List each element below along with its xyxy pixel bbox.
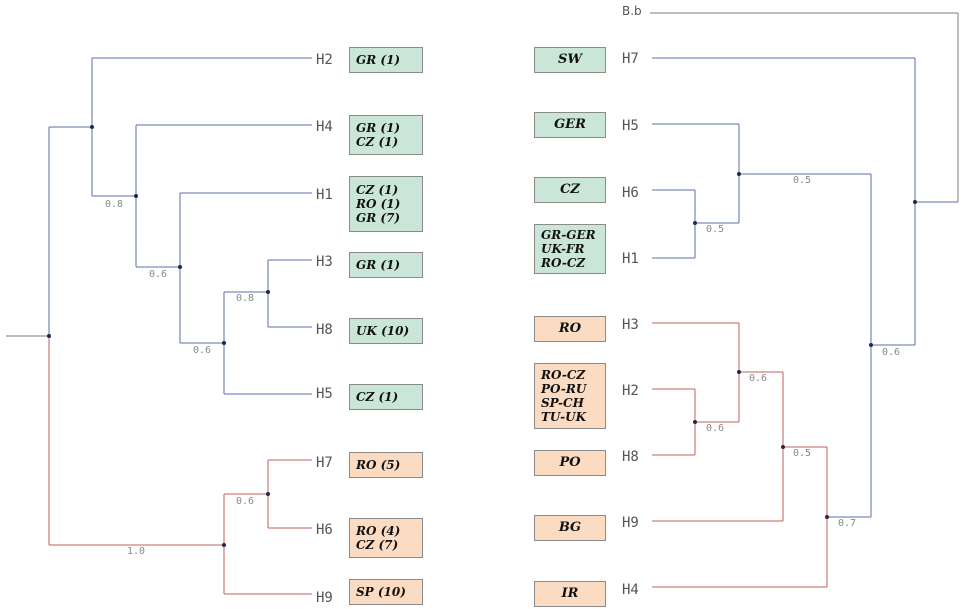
- right-leaf-label-h7: H7: [622, 51, 639, 67]
- left-leaf-label-h9: H9: [316, 590, 333, 606]
- right-box-h3: RO: [534, 316, 606, 342]
- left-box-h1: CZ (1) RO (1) GR (7): [349, 176, 423, 232]
- right-support-label: 0.7: [838, 518, 857, 529]
- right-support-label: 0.6: [706, 423, 725, 434]
- tree-node: [222, 341, 226, 345]
- left-leaf-label-h5: H5: [316, 386, 333, 402]
- box-line: RO (4): [356, 524, 401, 538]
- box-line: SP-CH: [541, 396, 584, 410]
- left-box-h2: GR (1): [349, 47, 423, 73]
- left-support-label: 0.8: [105, 199, 124, 210]
- left-box-h7: RO (5): [349, 452, 423, 478]
- tree-node: [222, 543, 226, 547]
- box-line: RO (1): [356, 197, 401, 211]
- tree-node: [178, 265, 182, 269]
- box-line: GR (1): [356, 53, 401, 67]
- right-box-h9: BG: [534, 515, 606, 541]
- box-line: GER: [554, 117, 586, 132]
- right-box-h5: GER: [534, 112, 606, 138]
- tree-node: [266, 290, 270, 294]
- left-support-label: 0.6: [193, 345, 212, 356]
- left-leaf-label-h3: H3: [316, 254, 333, 270]
- right-tree-title: B.b: [622, 4, 642, 18]
- box-line: RO-CZ: [541, 256, 586, 270]
- right-leaf-label-h5: H5: [622, 118, 639, 134]
- left-box-h3: GR (1): [349, 252, 423, 278]
- box-line: BG: [558, 520, 582, 535]
- left-leaf-label-h7: H7: [316, 455, 333, 471]
- right-box-h2: RO-CZ PO-RU SP-CH TU-UK: [534, 363, 606, 429]
- box-line: CZ: [560, 182, 580, 197]
- box-line: SW: [558, 52, 582, 67]
- box-line: GR-GER: [541, 228, 596, 242]
- left-box-h9: SP (10): [349, 579, 423, 605]
- right-support-label: 0.6: [749, 373, 768, 384]
- tree-node: [781, 445, 785, 449]
- right-support-label: 0.6: [882, 347, 901, 358]
- box-line: IR: [561, 586, 579, 601]
- tree-node: [90, 125, 94, 129]
- box-line: CZ (7): [356, 538, 399, 552]
- box-line: PO: [559, 455, 581, 470]
- left-box-h5: CZ (1): [349, 384, 423, 410]
- right-leaf-label-h8: H8: [622, 449, 639, 465]
- box-line: GR (7): [356, 211, 401, 225]
- box-line: CZ (1): [356, 183, 399, 197]
- right-box-h6: CZ: [534, 177, 606, 203]
- tree-node: [47, 334, 51, 338]
- left-support-label: 0.6: [149, 269, 168, 280]
- box-line: UK-FR: [541, 242, 585, 256]
- box-line: TU-UK: [541, 410, 587, 424]
- right-leaf-label-h2: H2: [622, 383, 639, 399]
- right-support-label: 0.5: [706, 224, 725, 235]
- box-line: CZ (1): [356, 135, 399, 149]
- box-line: UK (10): [356, 324, 410, 338]
- right-box-h8: PO: [534, 450, 606, 476]
- left-support-label: 0.6: [236, 496, 255, 507]
- left-leaf-label-h8: H8: [316, 322, 333, 338]
- tree-node: [869, 343, 873, 347]
- box-line: GR (1): [356, 258, 401, 272]
- right-leaf-label-h6: H6: [622, 185, 639, 201]
- left-box-h6: RO (4) CZ (7): [349, 518, 423, 558]
- right-box-h7: SW: [534, 47, 606, 73]
- tree-node: [266, 492, 270, 496]
- right-leaf-label-h3: H3: [622, 317, 639, 333]
- box-line: RO (5): [356, 458, 401, 472]
- right-leaf-label-h1: H1: [622, 251, 639, 267]
- tree-node: [737, 370, 741, 374]
- box-line: RO-CZ: [541, 368, 586, 382]
- box-line: RO: [558, 321, 582, 336]
- left-box-h4: GR (1) CZ (1): [349, 115, 423, 155]
- left-support-label: 0.8: [236, 293, 255, 304]
- left-leaf-label-h2: H2: [316, 52, 333, 68]
- tree-node: [693, 420, 697, 424]
- tree-node: [825, 515, 829, 519]
- right-leaf-label-h4: H4: [622, 582, 639, 598]
- right-support-label: 0.5: [793, 448, 812, 459]
- box-line: SP (10): [356, 585, 406, 599]
- right-box-h1: GR-GER UK-FR RO-CZ: [534, 224, 606, 274]
- tree-node: [693, 221, 697, 225]
- right-support-label: 0.5: [793, 175, 812, 186]
- box-line: CZ (1): [356, 390, 399, 404]
- box-line: GR (1): [356, 121, 401, 135]
- left-box-h8: UK (10): [349, 318, 423, 344]
- tree-node: [913, 200, 917, 204]
- left-leaf-label-h4: H4: [316, 119, 333, 135]
- tree-node: [134, 194, 138, 198]
- right-box-h4: IR: [534, 581, 606, 607]
- right-leaf-label-h9: H9: [622, 515, 639, 531]
- left-leaf-label-h6: H6: [316, 522, 333, 538]
- left-support-label: 1.0: [127, 546, 146, 557]
- box-line: PO-RU: [541, 382, 587, 396]
- tree-node: [737, 172, 741, 176]
- left-leaf-label-h1: H1: [316, 187, 333, 203]
